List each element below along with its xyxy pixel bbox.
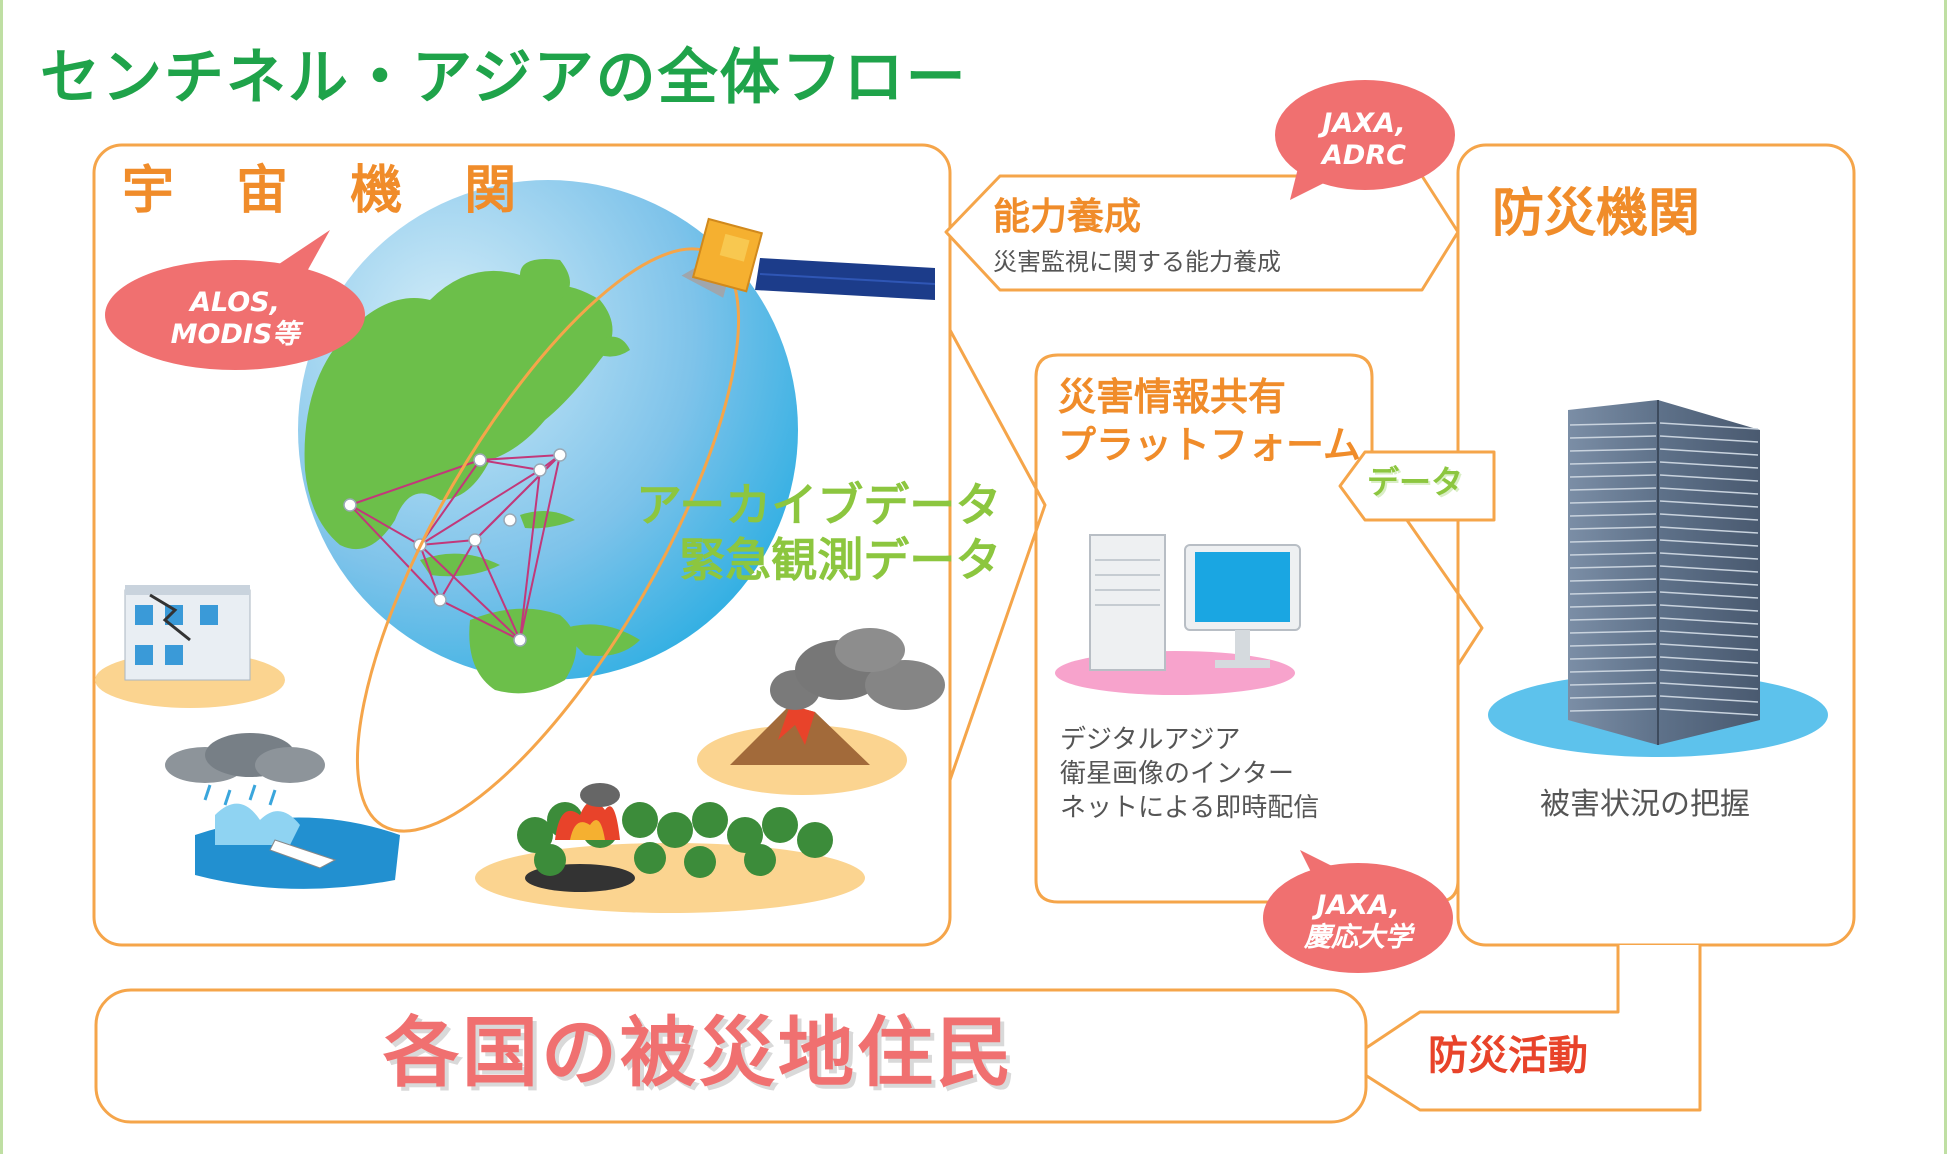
platform-bubble-label: JAXA, 慶応大学 [1304,890,1412,954]
space-agencies-title: 宇 宙 機 関 [122,161,539,221]
bubble-jaxa-keio [1263,850,1453,973]
residents-box [94,988,1368,1124]
archive-data-label: アーカイブデータ 緊急観測データ [636,478,1002,588]
space-to-platform-arrow [948,329,1047,781]
network-lines [349,451,563,644]
disaster-activity-label: 防災活動 [1428,1033,1588,1079]
disaster-agencies-title: 防災機関 [1492,184,1701,244]
bubble-alos [105,230,365,370]
globe [298,180,798,694]
tsunami-illustration [165,733,400,889]
page-title: センチネル・アジアの全体フロー [40,43,968,113]
platform-description: デジタルアジア 衛星画像のインター ネットによる即時配信 [1060,725,1320,823]
activity-arrow-shape [1343,945,1702,1112]
computer-illustration [1055,534,1301,695]
capacity-building-subtitle: 災害監視に関する能力養成 [993,248,1281,276]
platform-title: 災害情報共有 プラットフォーム [1058,375,1361,467]
capacity-building-title: 能力養成 [993,195,1141,238]
capacity-building-bubble-label: JAXA, ADRC [1322,108,1406,172]
disaster-agencies-description: 被害状況の把握 [1540,787,1750,822]
office-building-illustration [1488,400,1828,757]
satellite [681,217,936,300]
ground-stations [343,448,567,647]
damaged-building-illustration [95,585,285,708]
bubble-jaxa-adrc [1275,80,1455,200]
volcano-illustration [697,628,945,795]
space-agencies-bubble-label: ALOS, MODIS等 [170,287,300,351]
space-agencies-box [92,143,952,947]
data-arrow-label: データ [1367,463,1464,501]
forest-fire-illustration [475,783,865,913]
data-arrow-shape [1338,450,1496,522]
residents-label: 各国の被災地住民 [383,1008,1015,1097]
